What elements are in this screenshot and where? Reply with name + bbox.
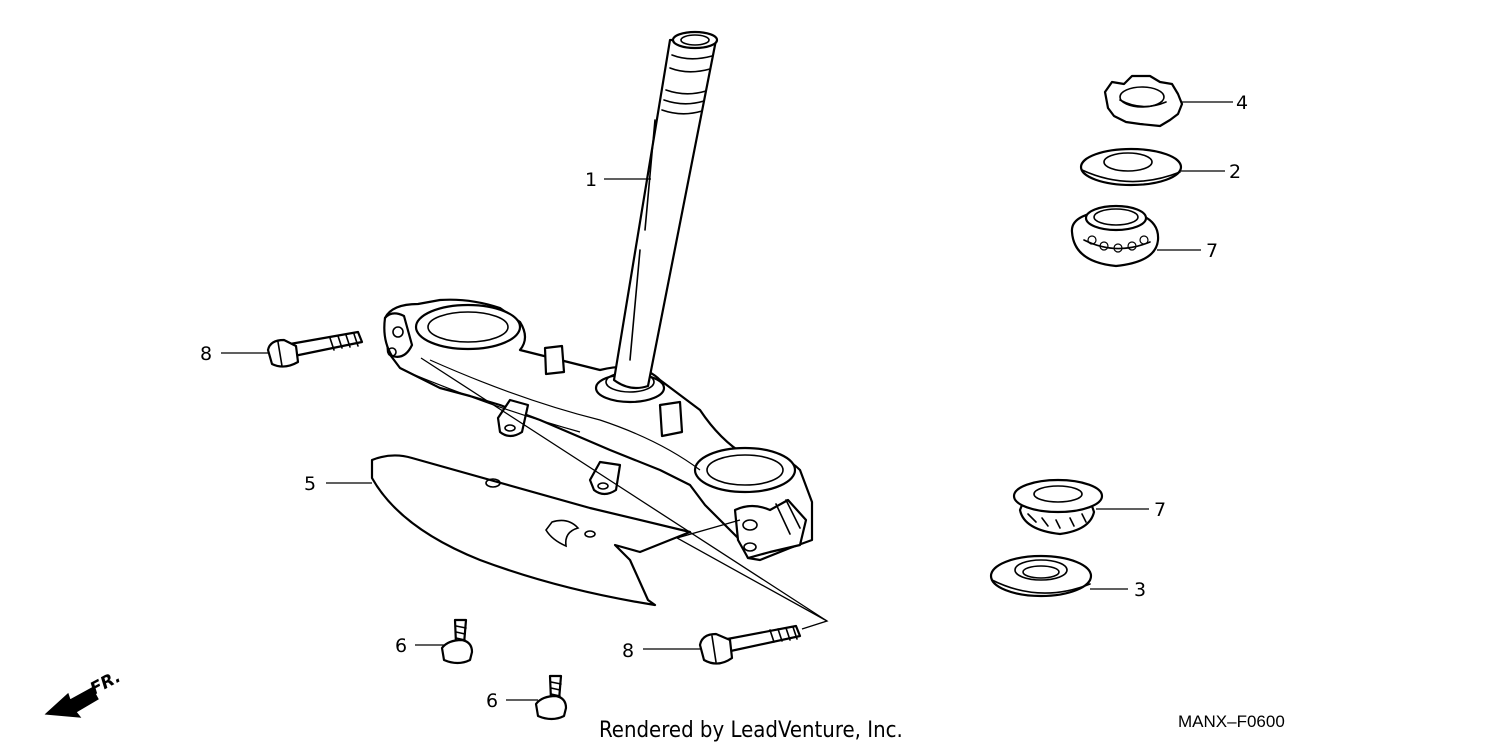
part-5-plate[interactable] bbox=[370, 454, 692, 607]
callout-8-upper[interactable]: 8 bbox=[200, 343, 212, 365]
callout-labels: 1 4 2 7 8 5 7 3 8 6 6 bbox=[200, 92, 1248, 712]
credit-text: Rendered by LeadVenture, Inc. bbox=[599, 718, 903, 743]
callout-4[interactable]: 4 bbox=[1236, 92, 1248, 114]
direction-indicator: FR. bbox=[44, 667, 124, 718]
callout-6-b[interactable]: 6 bbox=[486, 690, 498, 712]
callout-5[interactable]: 5 bbox=[304, 473, 316, 495]
callout-7-upper[interactable]: 7 bbox=[1206, 240, 1218, 262]
diagram-code: MANX–F0600 bbox=[1178, 712, 1285, 731]
callout-8-lower[interactable]: 8 bbox=[622, 640, 634, 662]
part-7-bearing-lower[interactable] bbox=[1012, 478, 1104, 536]
part-6-screw-b[interactable] bbox=[534, 674, 568, 721]
callout-2[interactable]: 2 bbox=[1229, 161, 1241, 183]
part-1-steering-stem[interactable] bbox=[383, 30, 814, 562]
part-3-dust-seal[interactable] bbox=[989, 554, 1093, 598]
callout-3[interactable]: 3 bbox=[1134, 579, 1146, 601]
part-7-bearing-upper[interactable] bbox=[1070, 204, 1160, 268]
part-2-washer[interactable] bbox=[1079, 147, 1183, 187]
arrow-left-down-icon bbox=[44, 687, 99, 718]
leader-lines bbox=[221, 101, 1233, 701]
callout-1[interactable]: 1 bbox=[585, 169, 597, 191]
part-6-screw-a[interactable] bbox=[440, 618, 474, 665]
callout-7-lower[interactable]: 7 bbox=[1154, 499, 1166, 521]
callout-6-a[interactable]: 6 bbox=[395, 635, 407, 657]
part-4-lock-nut[interactable] bbox=[1103, 74, 1184, 128]
part-8-bolt-lower[interactable] bbox=[698, 624, 802, 665]
part-8-bolt-upper[interactable] bbox=[266, 330, 364, 368]
